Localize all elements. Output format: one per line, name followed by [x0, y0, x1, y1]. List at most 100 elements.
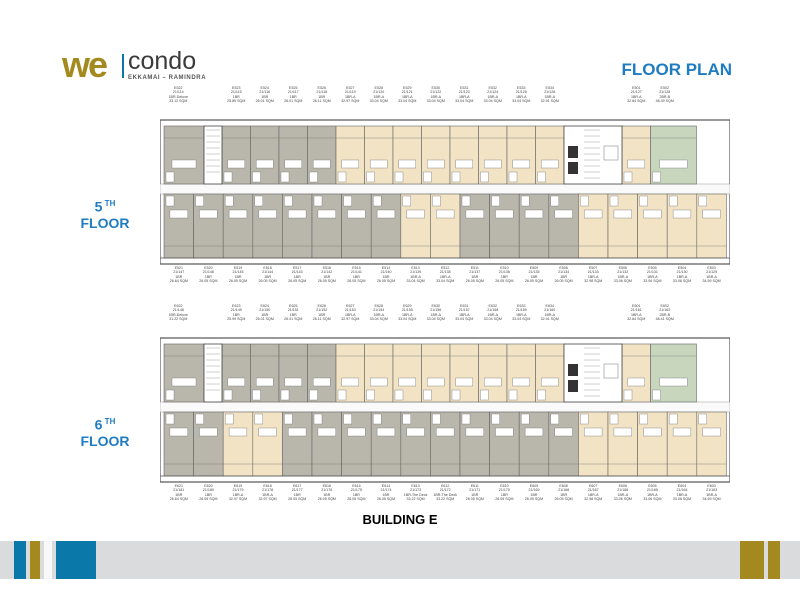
unit-label-line: 1BR	[289, 94, 297, 99]
unit-label-line: E519	[233, 266, 243, 270]
unit-label-line: E617	[292, 484, 302, 488]
unit-label-line: 33.04 SQM	[455, 316, 474, 321]
unit-label-line: 21/175	[350, 488, 362, 493]
unit-label-line: 21/159	[515, 308, 527, 313]
logo-subtitle: EKKAMAI – RAMINDRA	[128, 75, 207, 81]
unit-label-line: E607	[588, 484, 598, 488]
unit-label-line: E524	[260, 86, 269, 90]
unit-bottom	[341, 411, 372, 477]
unit-label-line: 21/143	[291, 270, 303, 275]
unit-label-line: 26.05 SQM	[199, 496, 218, 501]
unit-label-line: 1BR-A	[458, 94, 470, 99]
unit-label-line: E608	[559, 484, 568, 488]
unit-bottom	[607, 411, 638, 477]
unit-bottom	[311, 193, 342, 259]
unit-label-line: E609	[529, 484, 539, 488]
unit-label-line: 21/118	[316, 90, 328, 95]
unit-label-line: 1BR	[352, 274, 360, 279]
unit-label-line: 1BR-A	[630, 312, 642, 317]
unit-label-line: 1BR-A	[344, 94, 356, 99]
unit-label-line: 21/123	[458, 90, 470, 95]
unit-label-line: E527	[346, 86, 355, 90]
floor-suffix: TH	[102, 417, 116, 426]
unit-label-line: 32.97 SQM	[341, 316, 360, 321]
unit-top	[392, 343, 422, 403]
unit-label-line: 34.59 SQM	[702, 278, 721, 283]
unit-label-line: 1BR	[289, 312, 297, 317]
unit-label-line: 1BR-A	[458, 312, 470, 317]
unit-label-line: 21/157	[458, 308, 470, 313]
unit-label-line: 1BR	[232, 94, 240, 99]
unit-label-line: 33.04 SQM	[455, 98, 474, 103]
unit-label-line: 26.05 SQM	[524, 278, 544, 283]
unit-label-line: 33.12 SQM	[169, 98, 188, 103]
unit-label-line: 21/124	[487, 90, 499, 95]
unit-label-line: 1BR-A	[706, 492, 717, 497]
unit-label-line: 32.98 SQM	[584, 496, 603, 501]
unit-label-line: 21/125	[515, 90, 527, 95]
footer-stripe-gold	[30, 541, 40, 579]
unit-bottom	[370, 411, 402, 477]
floor-suffix: TH	[102, 199, 116, 208]
unit-label-line: 1BR-A	[232, 492, 244, 497]
unit-label-line: 1BR	[500, 492, 508, 497]
unit-label-line: 21/178	[262, 488, 274, 493]
unit-label-line: E508	[559, 266, 568, 270]
unit-label-line: 2BR-B	[659, 94, 671, 99]
unit-label-line: 21/174	[380, 488, 392, 493]
unit-label-line: 21/116	[259, 90, 271, 95]
unit-bottom	[193, 411, 224, 477]
unit-label-line: E509	[529, 266, 539, 270]
unit-label-line: 1BR	[204, 274, 212, 279]
unit-top	[506, 343, 536, 403]
unit-label-line: 32.91 SQM	[540, 316, 559, 321]
unit-label-line: 21/170	[498, 488, 510, 493]
unit-label-line: E507	[588, 266, 598, 270]
unit-label-line: 21/152	[316, 308, 328, 313]
unit-top	[278, 125, 308, 185]
unit-label-line: 21/153	[344, 308, 356, 313]
unit-bottom	[222, 193, 254, 259]
unit-label-line: E514	[381, 266, 391, 270]
unit-label-line: 1BR-A	[515, 312, 527, 317]
unit-label-line: 33.04 SQM	[483, 316, 502, 321]
unit-label-line: 26.01 SQM	[255, 98, 274, 103]
unit-label-line: 1BR-A	[430, 94, 442, 99]
unit-label-line: E510	[500, 266, 509, 270]
unit-label-line: E624	[260, 304, 269, 308]
unit-bottom	[222, 411, 254, 477]
unit-label-line: 21/134	[558, 270, 570, 275]
unit-label-line: 21/162	[659, 308, 671, 313]
unit-label-line: 21/177	[291, 488, 303, 493]
unit-label-line: E532	[488, 86, 497, 90]
unit-label-line: 25.99 SQM	[227, 316, 246, 321]
unit-label-line: 26.05 SQM	[317, 496, 336, 501]
unit-label-line: 1BR-A	[262, 492, 273, 497]
unit-label-line: 21/131	[646, 270, 658, 275]
unit-label-line: 21/126	[544, 90, 556, 95]
unit-label-line: 21/173	[410, 488, 422, 493]
unit-label-line: E501	[632, 86, 641, 90]
unit-label-line: 1BR	[318, 94, 326, 99]
unit-label-line: 21/117	[287, 90, 299, 95]
unit-label-line: 26.05 SQM	[495, 496, 514, 501]
unit-label-line: E616	[322, 484, 331, 488]
unit-label-line: 1BR-A	[647, 492, 658, 497]
unit-bottom	[666, 411, 698, 477]
